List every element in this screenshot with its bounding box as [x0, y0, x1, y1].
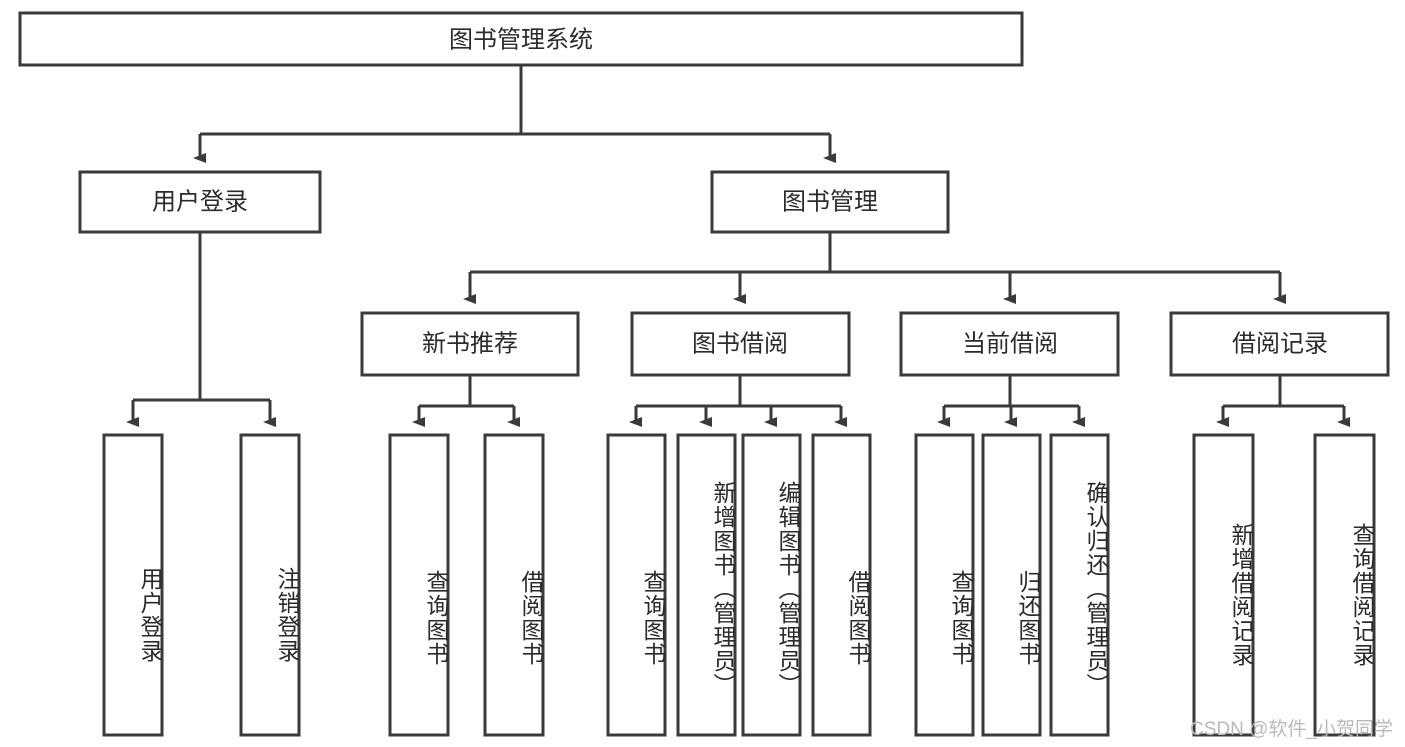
node-root[interactable]	[18, 11, 1024, 67]
node-book-manage-label: 图书管理	[782, 188, 878, 215]
node-root-label: 图书管理系统	[449, 26, 593, 53]
leaf-box-user-login-1[interactable]	[102, 433, 164, 737]
node-user-login-label: 用户登录	[152, 188, 248, 215]
node-book-manage[interactable]	[710, 170, 950, 234]
leaf-box-book-borrow-1[interactable]	[606, 433, 667, 737]
node-borrow-record-label: 借阅记录	[1232, 330, 1328, 357]
node-current-borrow-label: 当前借阅	[962, 330, 1058, 357]
node-book-borrow-label: 图书借阅	[692, 330, 788, 357]
leaf-box-user-login-2[interactable]	[239, 433, 301, 737]
leaf-box-current-borrow-3[interactable]	[1049, 433, 1110, 737]
leaf-box-new-book-1[interactable]	[388, 433, 450, 737]
node-borrow-record[interactable]	[1169, 311, 1390, 377]
leaf-box-borrow-record-1[interactable]	[1192, 433, 1255, 737]
node-book-borrow[interactable]	[630, 311, 851, 377]
node-user-login[interactable]	[78, 170, 322, 234]
leaf-box-book-borrow-4[interactable]	[811, 433, 872, 737]
node-new-book-recommend[interactable]	[360, 311, 580, 377]
node-current-borrow[interactable]	[899, 311, 1120, 377]
node-new-book-recommend-label: 新书推荐	[422, 330, 518, 357]
leaf-box-new-book-2[interactable]	[483, 433, 545, 737]
csdn-watermark: CSDN @软件_小贺同学	[1190, 719, 1393, 740]
leaf-box-current-borrow-2[interactable]	[981, 433, 1042, 737]
leaf-box-current-borrow-1[interactable]	[914, 433, 975, 737]
leaf-box-borrow-record-2[interactable]	[1313, 433, 1376, 737]
leaf-box-book-borrow-2[interactable]	[676, 433, 737, 737]
leaf-box-book-borrow-3[interactable]	[741, 433, 802, 737]
